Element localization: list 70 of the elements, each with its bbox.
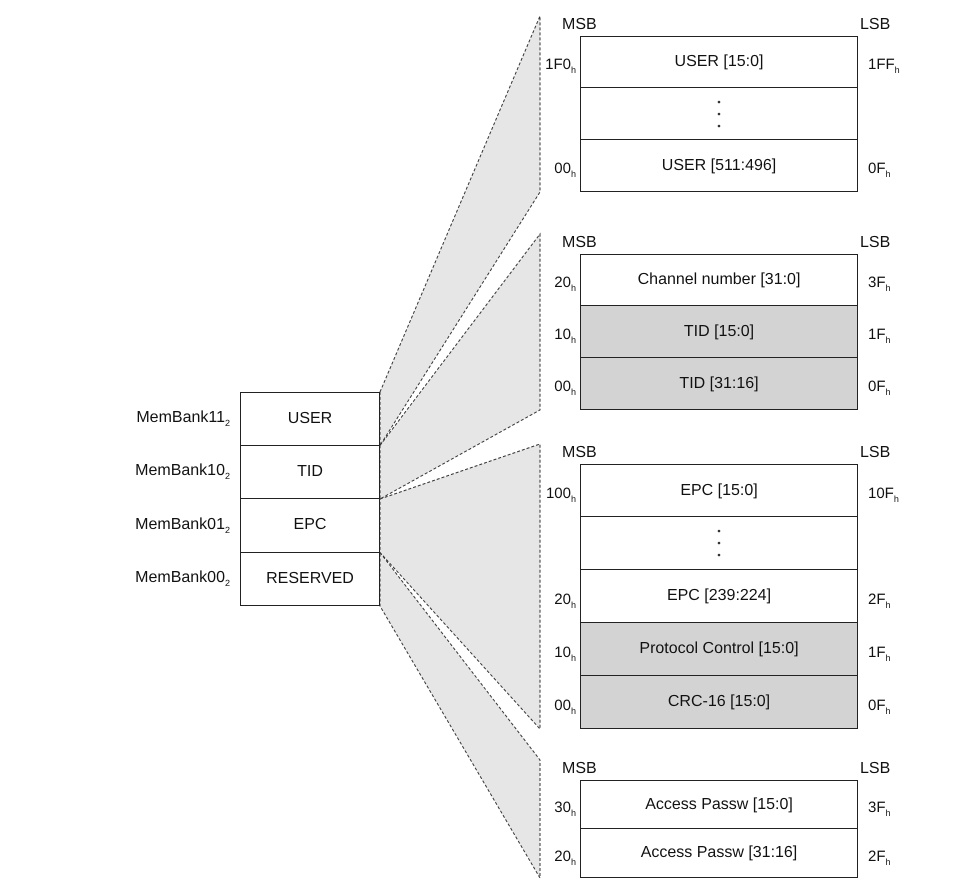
address-label: 10$_{h}$ [554, 326, 576, 347]
address-label: 1F$_{h}$ [868, 644, 891, 664]
table-row [580, 623, 858, 676]
field-label: Channel number [31:0] [638, 271, 800, 289]
column-header: MSB [562, 16, 597, 34]
field-label: CRC-16 [15:0] [668, 693, 770, 711]
field-label: USER [288, 410, 332, 428]
table-row [580, 780, 858, 829]
address-label: 10$_{h}$ [554, 644, 576, 664]
address-label: 2F$_{h}$ [868, 590, 891, 612]
address-label: 10F$_{h}$ [868, 484, 899, 506]
projection-wedge [380, 16, 540, 448]
table-row [580, 306, 858, 358]
column-header: MSB [562, 760, 597, 778]
field-label: EPC [239:224] [666, 587, 772, 605]
column-header: LSB [860, 234, 890, 252]
address-label: 0F$_{h}$ [868, 160, 891, 181]
field-label: EPC [15:0] [680, 482, 758, 500]
table-row [240, 499, 380, 552]
table-row [580, 829, 858, 878]
column-header: MSB [562, 444, 597, 462]
table-row [580, 254, 858, 306]
table-row [580, 676, 858, 729]
field-label: Protocol Control [15:0] [639, 640, 799, 658]
address-label: 20$_{h}$ [554, 848, 576, 868]
field-label: USER [511:496] [662, 156, 776, 174]
address-label: 3F$_{h}$ [868, 274, 891, 295]
address-label: 2F$_{h}$ [868, 848, 891, 868]
field-label: EPC [294, 516, 326, 534]
field-label: Access Passw [31:16] [640, 844, 798, 862]
address-label: 0F$_{h}$ [868, 696, 891, 718]
column-header: LSB [860, 760, 890, 778]
bank-label: MemBank00$_{2}$ [135, 569, 230, 590]
field-label: TID [31:16] [679, 374, 759, 392]
table-row [580, 88, 858, 140]
address-label: 00$_{h}$ [554, 696, 576, 718]
address-label: 0F$_{h}$ [868, 378, 891, 399]
bank-label: MemBank10$_{2}$ [135, 462, 230, 484]
column-header: LSB [860, 16, 890, 34]
field-label: TID [297, 462, 323, 481]
field-label: RESERVED [266, 570, 354, 588]
address-label: 00$_{h}$ [554, 160, 576, 181]
address-label: 1F$_{h}$ [868, 326, 891, 347]
field-label: USER [15:0] [674, 53, 764, 71]
table-row [580, 570, 858, 623]
bank-label: MemBank11$_{2}$ [136, 408, 230, 430]
column-header: MSB [562, 234, 597, 252]
field-label: TID [15:0] [684, 322, 754, 340]
table-row [580, 517, 858, 570]
table-row [580, 358, 858, 410]
address-label: 1FF$_{h}$ [868, 56, 900, 77]
address-label: 20$_{h}$ [554, 590, 576, 612]
table-row [580, 140, 858, 192]
projection-wedge [380, 551, 540, 878]
field-label: Access Passw [15:0] [645, 796, 793, 814]
table-row [240, 446, 380, 499]
address-label: 30$_{h}$ [554, 798, 576, 820]
projection-wedge [380, 232, 540, 500]
table-row [240, 392, 380, 446]
column-header: LSB [860, 444, 890, 462]
address-label: 20$_{h}$ [554, 274, 576, 295]
address-label: 1F0$_{h}$ [545, 56, 576, 77]
table-row [580, 464, 858, 517]
bank-label: MemBank01$_{2}$ [135, 516, 230, 537]
table-row [240, 552, 380, 606]
address-label: 00$_{h}$ [554, 378, 576, 399]
projection-wedge [380, 443, 540, 730]
address-label: 100$_{h}$ [546, 484, 576, 506]
table-row [580, 36, 858, 88]
address-label: 3F$_{h}$ [868, 798, 891, 820]
